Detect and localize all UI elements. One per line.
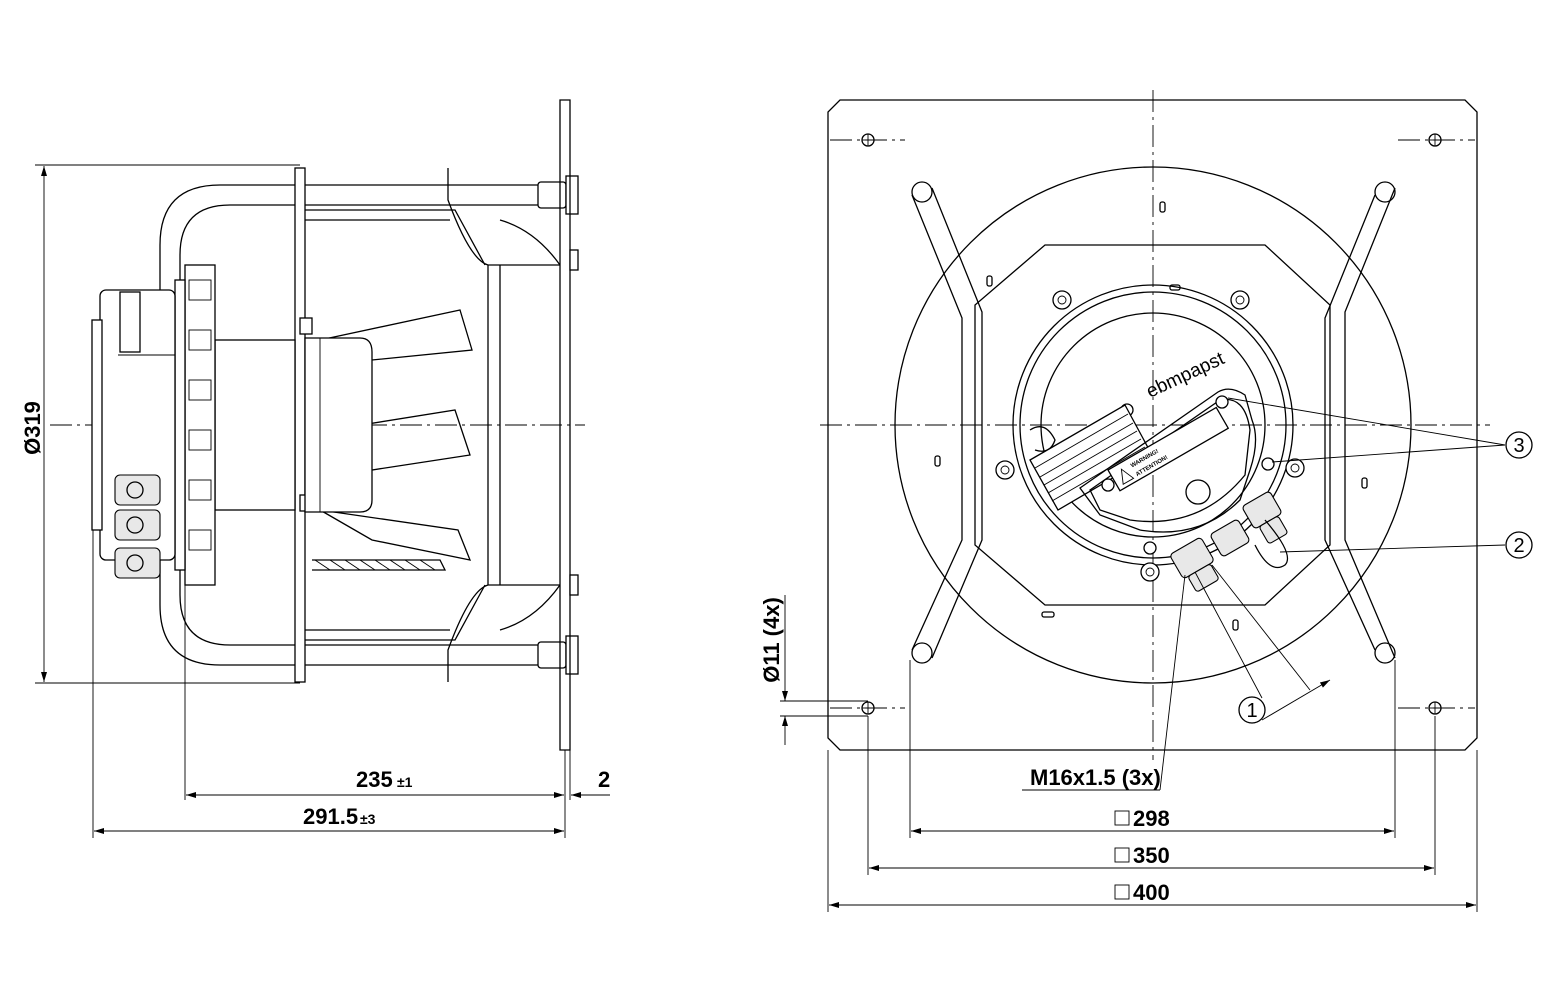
mounting-holes (830, 133, 1475, 715)
side-view: Ø319 (20, 99, 610, 838)
dim-400-label: 400 (1133, 880, 1170, 905)
motor-plate-octagon (974, 244, 1331, 606)
base-plate (827, 99, 1478, 751)
callout-2-label: 2 (1513, 535, 1524, 557)
length-total-label: 291.5 (303, 804, 358, 829)
length-total-tolerance: ±3 (360, 811, 376, 827)
mounting-hole (830, 133, 905, 147)
dim-350-label: 350 (1133, 843, 1170, 868)
flange-thickness-label: 2 (598, 767, 610, 792)
length-main-tolerance: ±1 (397, 774, 413, 790)
mounting-hole (1398, 133, 1475, 147)
square-symbol (1114, 847, 1130, 863)
wire-guard-front (911, 181, 1396, 664)
motor (174, 264, 373, 586)
length-main-label: 235 (356, 767, 393, 792)
hole-diameter-label: Ø11 (4x) (759, 597, 784, 683)
mounting-hole (1398, 701, 1475, 715)
diameter-label: Ø319 (20, 401, 45, 455)
side-cable-glands (114, 474, 161, 579)
front-view: ebmpapst WARNING! ATTENTION! (759, 90, 1533, 912)
wire-guard (159, 175, 579, 675)
cable-gland-label: M16x1.5 (3x) (1030, 765, 1161, 790)
heatsink (1029, 404, 1153, 511)
callout-2: 2 (1279, 531, 1533, 559)
cable-gland-dimension: M16x1.5 (3x) (1022, 574, 1186, 791)
inlet-ring (894, 166, 1412, 684)
square-symbol (1114, 810, 1130, 826)
dimension-widths: 298 350 400 (827, 660, 1478, 912)
dimension-hole: Ø11 (4x) (759, 595, 868, 745)
callout-1-label: 1 (1246, 700, 1257, 722)
dim-298-label: 298 (1133, 806, 1170, 831)
electronics-housing (91, 289, 176, 579)
callout-1: 1 (1194, 564, 1331, 724)
callout-3-label: 3 (1513, 435, 1524, 457)
dimension-lengths: 235 ±1 291.5 ±3 2 (92, 530, 610, 838)
dimension-diameter: Ø319 (20, 164, 300, 684)
electronics-cover: WARNING! ATTENTION! (1079, 388, 1275, 555)
mounting-hole (830, 701, 905, 715)
callout-3: 3 (1227, 397, 1533, 463)
cable-glands (1170, 491, 1289, 592)
square-symbol (1114, 884, 1130, 900)
motor-housing: ebmpapst WARNING! ATTENTION! (995, 284, 1305, 592)
